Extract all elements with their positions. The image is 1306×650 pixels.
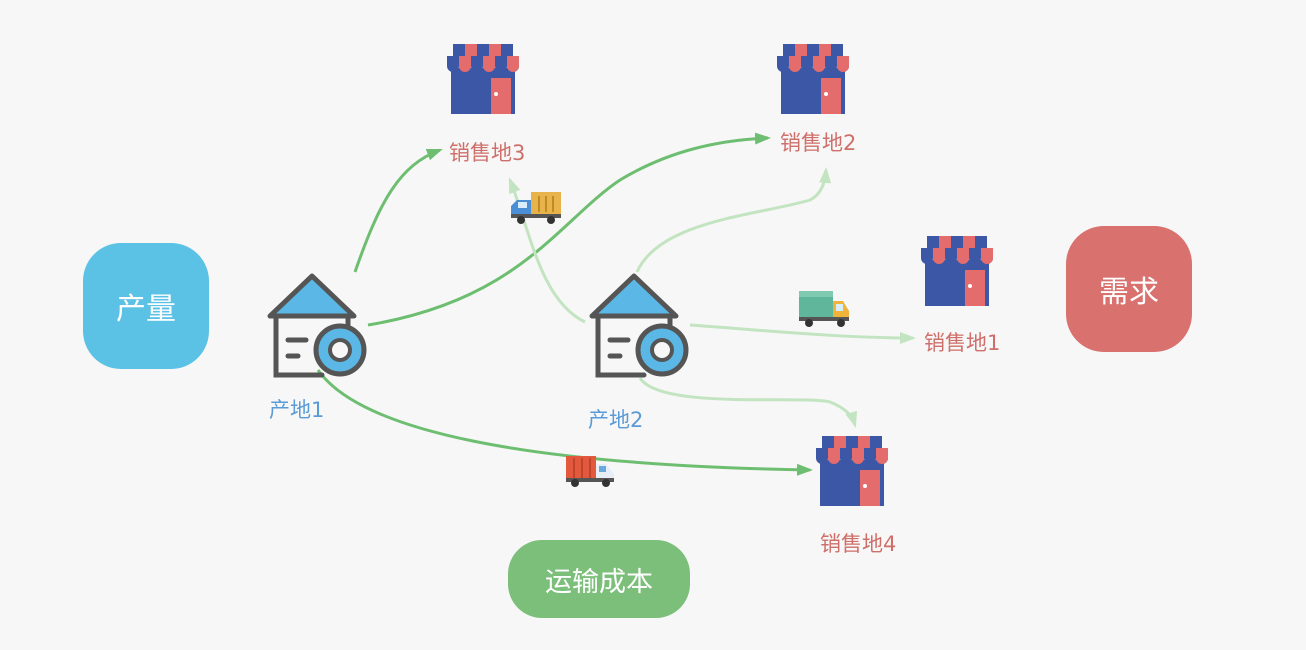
- store-icon: [921, 236, 993, 306]
- truck-icon: [799, 291, 849, 327]
- demand-badge: 需求: [1066, 226, 1192, 352]
- store2-label: 销售地2: [780, 131, 857, 155]
- truck-icon: [566, 456, 614, 487]
- warehouse-icon: [589, 273, 689, 378]
- truck-icon: [511, 192, 561, 224]
- route-origin1-to-store3: [353, 148, 443, 273]
- route-origin2-to-store2: [635, 167, 832, 273]
- route-origin2-to-store1: [689, 323, 916, 344]
- route-origin2-to-store4: [638, 377, 858, 428]
- route-origin1-to-store4: [316, 369, 813, 476]
- warehouse-icon: [267, 273, 367, 378]
- store-icon: [816, 436, 888, 506]
- store-icon: [777, 44, 849, 114]
- origin1-label: 产地1: [269, 398, 325, 422]
- route-origin1-to-store2: [367, 132, 771, 327]
- store1-label: 销售地1: [924, 331, 1001, 355]
- route-origin2-to-store3: [508, 177, 586, 324]
- store3-label: 销售地3: [449, 141, 526, 165]
- store-icon: [447, 44, 519, 114]
- production-badge: 产量: [83, 243, 209, 369]
- store4-label: 销售地4: [820, 532, 897, 556]
- origin2-label: 产地2: [588, 408, 644, 432]
- transport-cost-badge: 运输成本: [508, 540, 690, 618]
